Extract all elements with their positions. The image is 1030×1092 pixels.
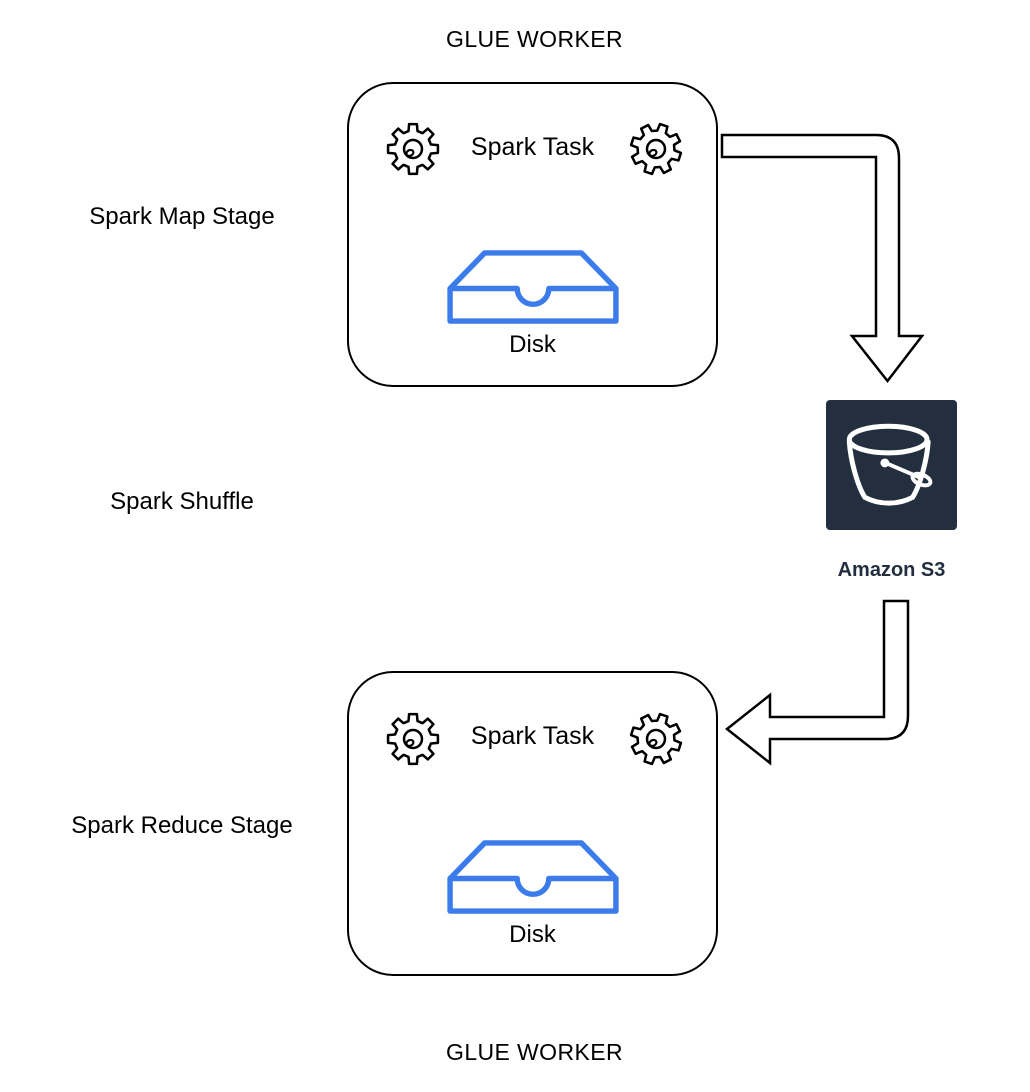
disk-label-bottom: Disk [509,921,556,948]
s3-label: Amazon S3 [837,559,946,581]
stage-label-reduce: Spark Reduce Stage [71,812,293,839]
spark-task-label-top: Spark Task [470,133,595,161]
glue-worker-title-bottom: GLUE WORKER [446,1039,623,1065]
arrow-map-to-s3 [720,133,925,384]
gear-icon [629,712,683,766]
disk-tray-icon [447,250,619,324]
gear-icon [386,122,440,176]
spark-task-label-bottom: Spark Task [470,722,595,750]
disk-label-top: Disk [509,331,556,358]
s3-bucket-icon [846,423,933,506]
s3-tile [826,400,957,530]
gear-icon [629,122,683,176]
arrow-s3-to-reduce [724,599,910,766]
glue-worker-title-top: GLUE WORKER [446,26,623,52]
stage-label-map: Spark Map Stage [89,203,275,230]
stage-label-shuffle: Spark Shuffle [110,488,254,515]
gear-icon [386,712,440,766]
disk-tray-icon [447,840,619,914]
